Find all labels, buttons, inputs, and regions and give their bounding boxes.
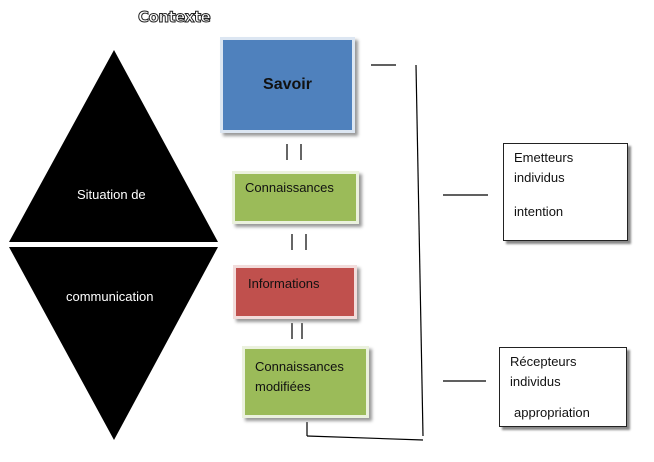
emetteurs-box: Emetteurs individus intention [503,143,628,241]
connaissances-modifiees-line2: modifiées [255,379,311,394]
recepteurs-line3: appropriation [514,405,590,420]
recepteurs-line2: individus [510,374,561,389]
connaissances-modifiees-box: Connaissances modifiées [242,346,369,418]
diamond-bottom-label: communication [66,289,154,304]
informations-label: Informations [248,276,320,291]
recepteurs-box: Récepteurs individus appropriation [499,347,627,427]
emetteurs-line2: individus [514,170,565,185]
diagram-title: Contexte [137,8,211,27]
connaissances-box: Connaissances [232,171,359,224]
savoir-box: Savoir [220,37,355,133]
connaissances-label: Connaissances [245,180,334,195]
diamond-top-label: Situation de [77,187,146,202]
informations-box: Informations [233,265,357,319]
triangle-top [9,50,218,242]
recepteurs-line1: Récepteurs [510,354,577,369]
connaissances-modifiees-line1: Connaissances [255,359,344,374]
bracket-lines [306,64,488,441]
link-savoir-connaissances [286,144,302,160]
savoir-label: Savoir [263,76,312,93]
emetteurs-line1: Emetteurs [514,150,574,165]
link-connaissances-informations [291,234,307,250]
triangle-bottom [9,247,218,440]
emetteurs-line3: intention [514,204,564,219]
link-informations-connaissances-modifiees [291,323,303,339]
